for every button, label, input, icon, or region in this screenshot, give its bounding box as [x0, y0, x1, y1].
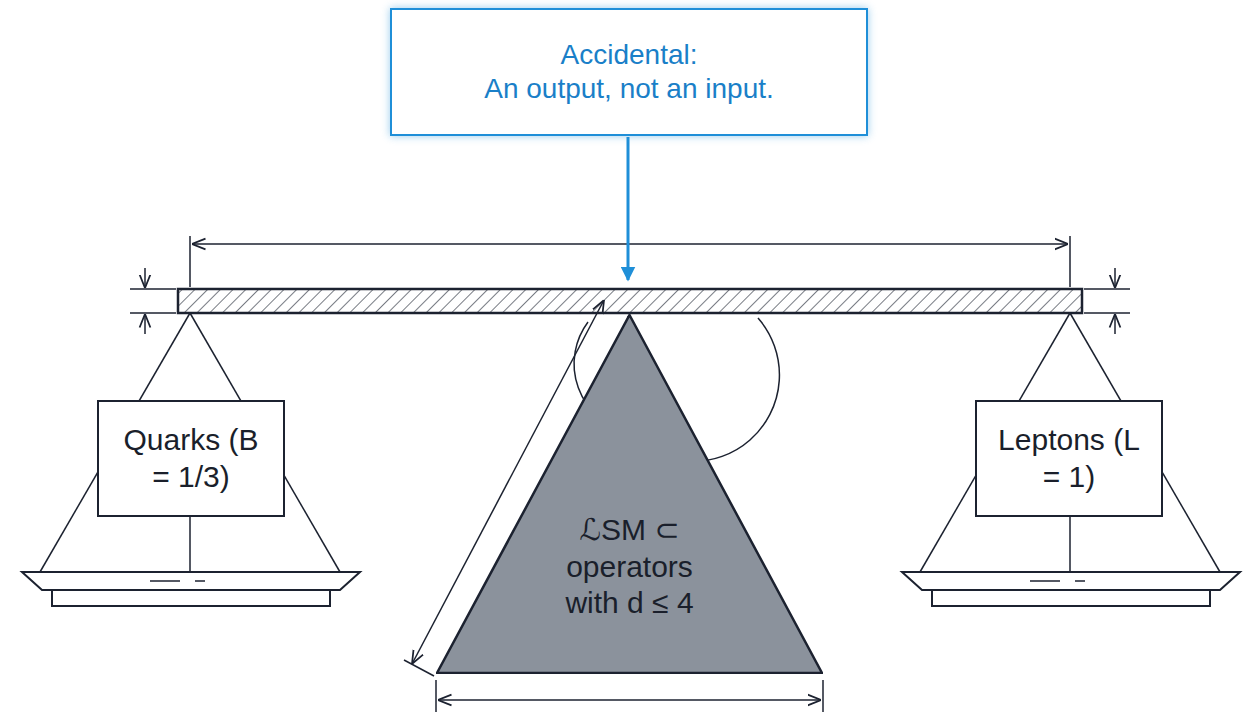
- weight-box: Quarks (B = 1/3): [97, 400, 285, 517]
- triangle-text-area: ℒSM ⊂ operators with d ≤ 4: [541, 512, 719, 622]
- callout-text: Accidental:: [561, 38, 698, 72]
- fulcrum-triangle: ℒSM ⊂ operators with d ≤ 4: [436, 314, 823, 674]
- triangle-outline: [436, 314, 823, 674]
- node-label: Leptons (L = 1): [990, 422, 1148, 495]
- node-label: ℒSM ⊂ operators with d ≤ 4: [541, 512, 719, 622]
- weight-box: Leptons (L = 1): [975, 400, 1163, 517]
- triangle-shape: [437, 315, 822, 673]
- callout-text: An output, not an input.: [484, 72, 774, 106]
- callout-box: Accidental:An output, not an input.: [390, 8, 868, 136]
- node-label: Quarks (B = 1/3): [112, 422, 270, 495]
